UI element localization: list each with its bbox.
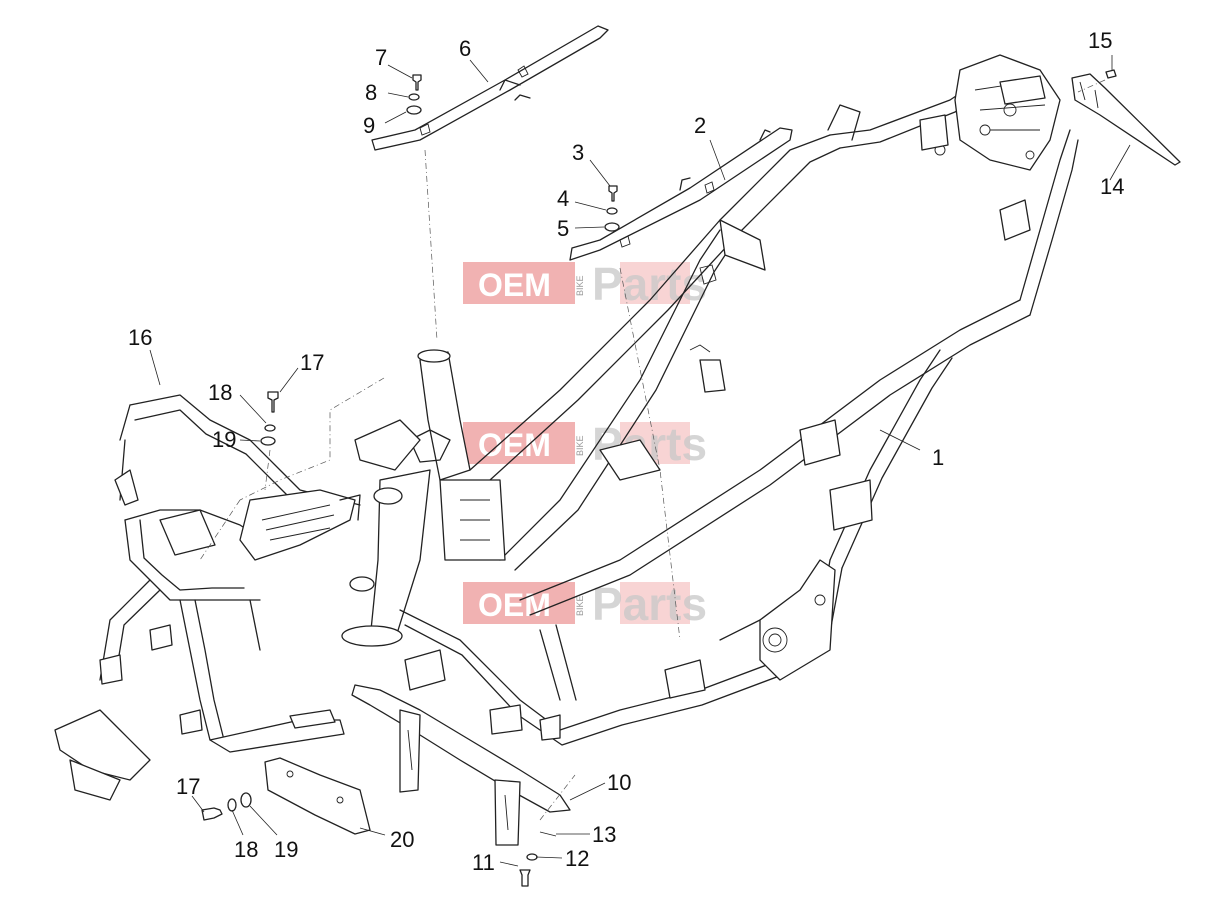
callout-12: 12 [565, 846, 589, 871]
callout-1: 1 [932, 445, 944, 470]
callout-14: 14 [1100, 174, 1124, 199]
callout-18-lower: 18 [234, 837, 258, 862]
svg-text:OEM: OEM [478, 267, 551, 303]
callout-7: 7 [375, 45, 387, 70]
leader-lines [149, 55, 1131, 867]
callout-9: 9 [363, 113, 375, 138]
callout-18-upper: 18 [208, 380, 232, 405]
watermark-bottom: OEM BIKE Parts [463, 578, 707, 630]
assembly-lines [199, 79, 1106, 821]
callout-15: 15 [1088, 28, 1112, 53]
callout-2: 2 [694, 113, 706, 138]
svg-text:BIKE: BIKE [575, 595, 585, 616]
callout-5: 5 [557, 216, 569, 241]
fasteners [201, 69, 1117, 887]
callout-4: 4 [557, 186, 569, 211]
callout-3: 3 [572, 140, 584, 165]
callout-6: 6 [459, 36, 471, 61]
svg-text:BIKE: BIKE [575, 435, 585, 456]
part-16-front-cradle [54, 394, 361, 801]
callout-19-lower: 19 [274, 837, 298, 862]
callout-13: 13 [592, 822, 616, 847]
callout-8: 8 [365, 80, 377, 105]
callout-17-upper: 17 [300, 350, 324, 375]
svg-text:BIKE: BIKE [575, 275, 585, 296]
callout-17-lower: 17 [176, 774, 200, 799]
svg-text:Parts: Parts [592, 258, 707, 310]
main-frame [341, 54, 1079, 746]
part-6-bracket [371, 25, 609, 151]
part-10-center-bracket [351, 684, 571, 846]
part-14-plate [1071, 73, 1181, 166]
callout-16: 16 [128, 325, 152, 350]
svg-text:Parts: Parts [592, 578, 707, 630]
callout-19-upper: 19 [212, 427, 236, 452]
watermark-top: OEM BIKE Parts [463, 258, 707, 310]
callout-labels: 1 2 3 4 5 6 7 8 9 10 11 12 13 14 15 16 1… [128, 28, 1124, 875]
callout-20: 20 [390, 827, 414, 852]
part-20-plate [264, 757, 371, 835]
part-2-bracket [569, 127, 793, 261]
callout-10: 10 [607, 770, 631, 795]
callout-11: 11 [472, 850, 495, 875]
